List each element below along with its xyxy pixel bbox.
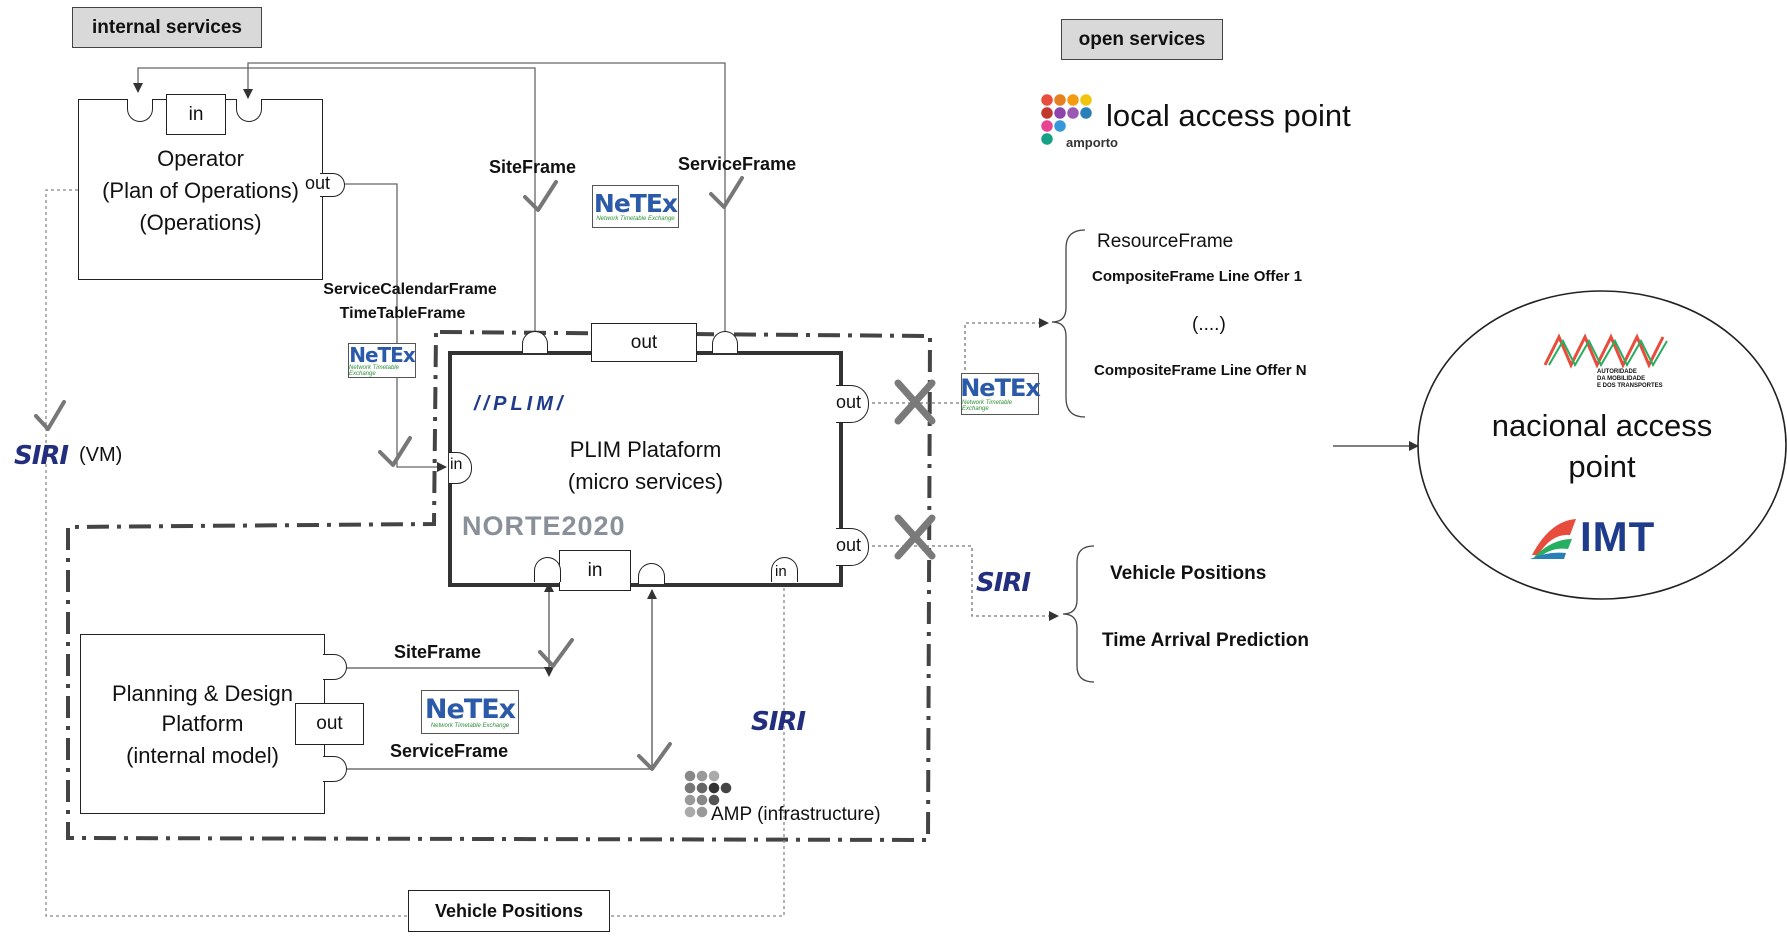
- plim-boundary: [66, 330, 933, 843]
- operator-port-right: [236, 99, 262, 122]
- plim-top-port-right: [712, 331, 738, 353]
- siri-vehicle-positions: Vehicle Positions: [1110, 563, 1267, 584]
- national-access-ellipse: [1417, 290, 1787, 600]
- plim-in-left-label: in: [450, 456, 463, 473]
- imt-swoosh-icon: [1530, 519, 1576, 559]
- vehicle-positions-box: Vehicle Positions: [408, 890, 610, 932]
- open-services-tag: open services: [1061, 19, 1223, 60]
- plim-top-port-left: [522, 331, 548, 353]
- operator-out-label: out: [305, 173, 331, 193]
- local-access-point-label: local access point: [1106, 98, 1351, 133]
- plim-platform-box[interactable]: //PLIM/ PLIM Plataform (micro services) …: [448, 351, 843, 587]
- netex-logo-top: NeTEx Network Timetable Exchange: [592, 185, 679, 228]
- amt-sub-3: E DOS TRANSPORTES: [1597, 383, 1663, 389]
- amp-line: [611, 559, 789, 917]
- siri-time-arrival: Time Arrival Prediction: [1102, 630, 1309, 651]
- siri-brace: [1062, 545, 1095, 683]
- imt-text: IMT: [1580, 513, 1656, 560]
- amt-sub-2: DA MOBILIDADE: [1597, 376, 1646, 382]
- netex-logo-operator: NeTEx Network Timetable Exchange: [348, 342, 416, 378]
- plim-bottom-port-right: [638, 563, 665, 584]
- siteframe-bottom-label: SiteFrame: [394, 642, 482, 662]
- plim-out-top-port[interactable]: out: [591, 323, 697, 362]
- plim-out-right-port-1[interactable]: [836, 385, 869, 423]
- plim-out-right-label-1: out: [836, 392, 862, 412]
- operator-to-plim-line: [340, 183, 447, 472]
- national-access-line2: point: [1568, 449, 1636, 484]
- amp-label: AMP (infrastructure): [711, 804, 881, 825]
- calendar-frame-label: ServiceCalendarFrame: [323, 281, 497, 298]
- netex-out-line: [872, 318, 1049, 404]
- timetable-frame-label: TimeTableFrame: [339, 305, 466, 322]
- netex-logo-planning: NeTEx Network Timetable Exchange: [421, 690, 519, 734]
- planning-title-3: (internal model): [126, 743, 279, 768]
- amporto-sub-label: amporto: [1066, 135, 1118, 150]
- serviceframe-top-label: ServiceFrame: [678, 154, 797, 174]
- amporto-logo: [1041, 94, 1101, 150]
- operator-in-port[interactable]: in: [166, 94, 226, 135]
- resource-brace: [1051, 229, 1086, 418]
- serviceframe-bottom-label: ServiceFrame: [390, 741, 509, 761]
- norte2020-logo: NORTE2020: [462, 511, 626, 541]
- tool-icons: [894, 379, 936, 560]
- composite-frame-1: CompositeFrame Line Offer 1: [1092, 268, 1303, 285]
- siri-logo-vm: SIRI: [14, 441, 69, 471]
- check-marks: [34, 176, 744, 771]
- siri-logo-out: SIRI: [976, 568, 1031, 598]
- plim-in-bottom-port[interactable]: in: [559, 550, 631, 591]
- operator-title-3: (Operations): [139, 210, 262, 235]
- planning-lines: [345, 582, 657, 770]
- amp-logo: [684, 770, 732, 818]
- resource-ellipsis: (....): [1192, 314, 1226, 335]
- operator-out-port[interactable]: [320, 173, 345, 197]
- imt-logo: IMT: [1530, 513, 1682, 561]
- plim-title-1: PLIM Plataform: [569, 437, 722, 462]
- operator-title-1: Operator: [157, 146, 244, 171]
- internal-services-tag: internal services: [72, 7, 262, 48]
- plim-logo: //PLIM/: [474, 393, 567, 415]
- amt-sub-1: AUTORIDADE: [1597, 369, 1637, 375]
- planning-port-bottom: [323, 756, 347, 782]
- siteframe-top-label: SiteFrame: [489, 157, 577, 177]
- plim-title-2: (micro services): [567, 469, 724, 494]
- plim-out-right-label-2: out: [836, 535, 862, 555]
- planning-out-port[interactable]: out: [295, 703, 364, 745]
- plim-bottom-port-left: [534, 557, 561, 582]
- plim-out-right-port-2[interactable]: [836, 528, 869, 566]
- planning-title-2: Platform: [161, 711, 244, 736]
- plim-in-bottom-right-port[interactable]: [771, 557, 798, 582]
- planning-title-1: Planning & Design: [111, 681, 293, 706]
- resource-frame-title: ResourceFrame: [1097, 231, 1234, 252]
- national-access-line1: nacional access: [1491, 408, 1713, 443]
- operator-port-left: [127, 99, 153, 122]
- siri-vm-suffix: (VM): [79, 444, 123, 466]
- siri-logo-amp: SIRI: [751, 707, 806, 737]
- composite-frame-n: CompositeFrame Line Offer N: [1094, 362, 1307, 379]
- amt-logo-mark: [1543, 333, 1668, 369]
- plim-in-left-port[interactable]: [449, 452, 472, 484]
- amt-logo: AUTORIDADE DA MOBILIDADE E DOS TRANSPORT…: [1541, 333, 1669, 393]
- plim-in-bottom-right-label: in: [775, 563, 787, 580]
- netex-logo-out: NeTEx Network Timetable Exchange: [960, 373, 1041, 415]
- planning-platform-box[interactable]: Planning & Design Platform (internal mod…: [80, 634, 325, 814]
- operator-title-2: (Plan of Operations): [102, 178, 299, 203]
- planning-port-top: [323, 654, 347, 680]
